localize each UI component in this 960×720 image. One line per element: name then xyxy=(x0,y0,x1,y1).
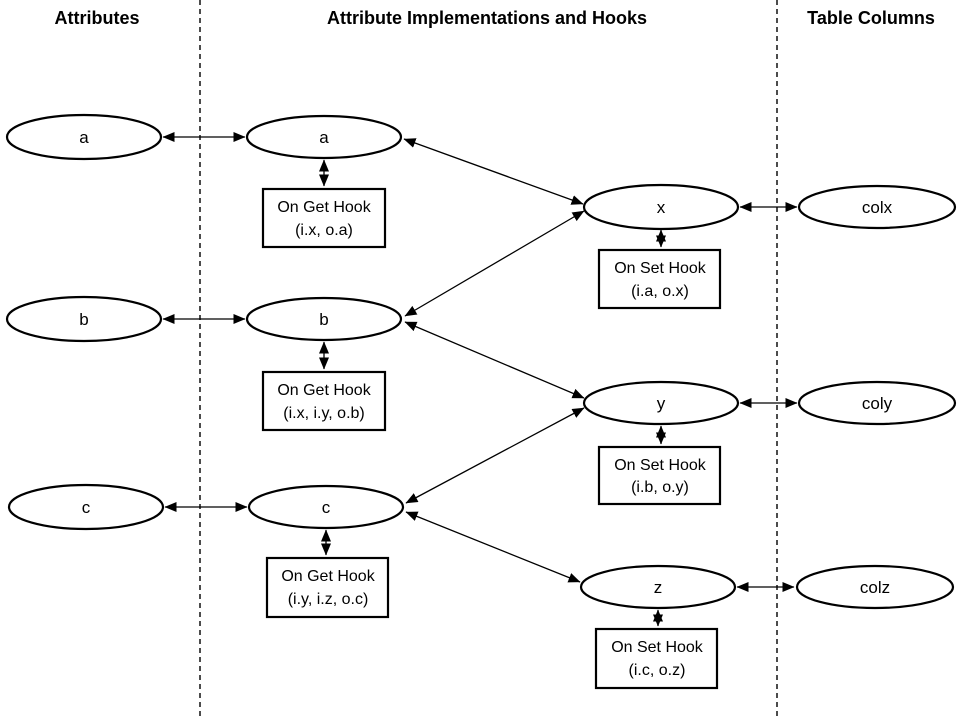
edge-impl-b-setter-x xyxy=(404,210,585,317)
attribute-b-ellipse xyxy=(5,295,163,343)
setter-x-label: x xyxy=(657,198,666,217)
set-hook-x-box xyxy=(597,248,722,310)
table-colz-label: colz xyxy=(860,578,890,597)
set-hook-y-box xyxy=(597,445,722,506)
get-hook-a-line1: On Get Hook xyxy=(277,199,371,216)
edge-impl-c-setter-z xyxy=(405,511,581,583)
set-hook-y-line2: (i.b, o.y) xyxy=(631,479,689,496)
get-hook-b-line1: On Get Hook xyxy=(277,382,371,399)
set-hook-z-line2: (i.c, o.z) xyxy=(629,662,686,679)
setter-y-ellipse xyxy=(582,380,740,426)
setter-y-label: y xyxy=(657,394,666,413)
get-hook-a-box xyxy=(261,187,387,249)
set-hook-z-box xyxy=(594,627,719,690)
impl-b-label: b xyxy=(319,310,328,329)
set-hook-z-line1: On Set Hook xyxy=(611,639,704,656)
table-coly-ellipse xyxy=(797,380,957,426)
get-hook-c-line1: On Get Hook xyxy=(281,568,375,585)
get-hook-a-line2: (i.x, o.a) xyxy=(295,222,353,239)
attribute-b-label: b xyxy=(79,310,88,329)
table-colz-ellipse xyxy=(795,564,955,610)
column-title-attributes: Attributes xyxy=(55,8,140,28)
setter-z-label: z xyxy=(654,578,663,597)
impl-a-ellipse xyxy=(245,114,403,160)
get-hook-b-line2: (i.x, i.y, o.b) xyxy=(283,405,365,422)
impl-b-ellipse xyxy=(245,296,403,342)
set-hook-x-line1: On Set Hook xyxy=(614,260,707,277)
attribute-c-ellipse xyxy=(7,483,165,531)
impl-a-label: a xyxy=(319,128,329,147)
get-hook-c-line2: (i.y, i.z, o.c) xyxy=(288,591,369,608)
column-title-table-columns: Table Columns xyxy=(807,8,935,28)
edge-impl-c-setter-y xyxy=(405,407,585,504)
setter-z-ellipse xyxy=(579,564,737,610)
table-coly-label: coly xyxy=(862,394,893,413)
impl-c-ellipse xyxy=(247,484,405,530)
set-hook-x-line2: (i.a, o.x) xyxy=(631,283,689,300)
edge-impl-b-setter-y xyxy=(404,321,585,399)
setter-x-ellipse xyxy=(582,183,740,231)
edge-impl-a-setter-x xyxy=(403,138,584,205)
table-colx-ellipse xyxy=(797,184,957,230)
attribute-c-label: c xyxy=(82,498,91,517)
column-title-implementations: Attribute Implementations and Hooks xyxy=(327,8,647,28)
get-hook-b-box xyxy=(261,370,387,432)
impl-c-label: c xyxy=(322,498,331,517)
attribute-a-ellipse xyxy=(5,113,163,161)
get-hook-c-box xyxy=(265,556,390,619)
table-colx-label: colx xyxy=(862,198,893,217)
attribute-a-label: a xyxy=(79,128,89,147)
set-hook-y-line1: On Set Hook xyxy=(614,457,707,474)
